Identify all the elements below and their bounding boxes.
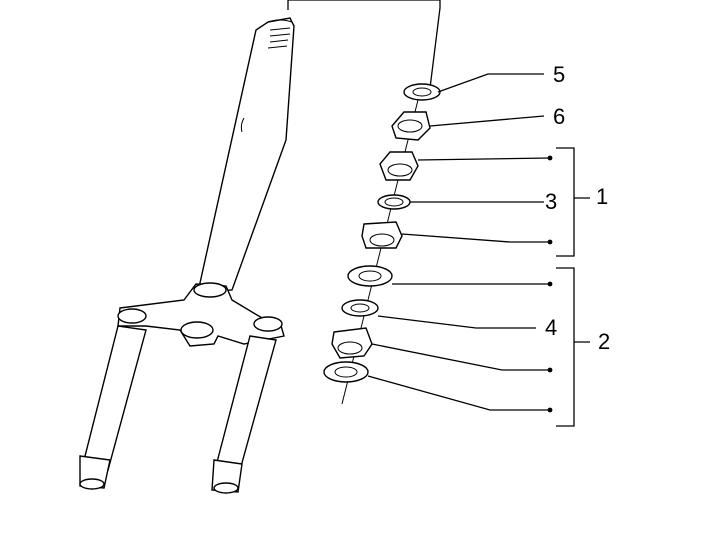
callout-3: 3	[545, 189, 557, 214]
front-fork-illustration	[79, 0, 441, 494]
callout-5: 5	[553, 62, 565, 87]
callout-6: 6	[553, 104, 565, 129]
callout-4: 4	[545, 315, 557, 340]
bearing-stack-illustration	[323, 83, 441, 405]
callout-2: 2	[598, 329, 610, 354]
leader-lines	[367, 73, 590, 427]
callout-1: 1	[596, 184, 608, 209]
